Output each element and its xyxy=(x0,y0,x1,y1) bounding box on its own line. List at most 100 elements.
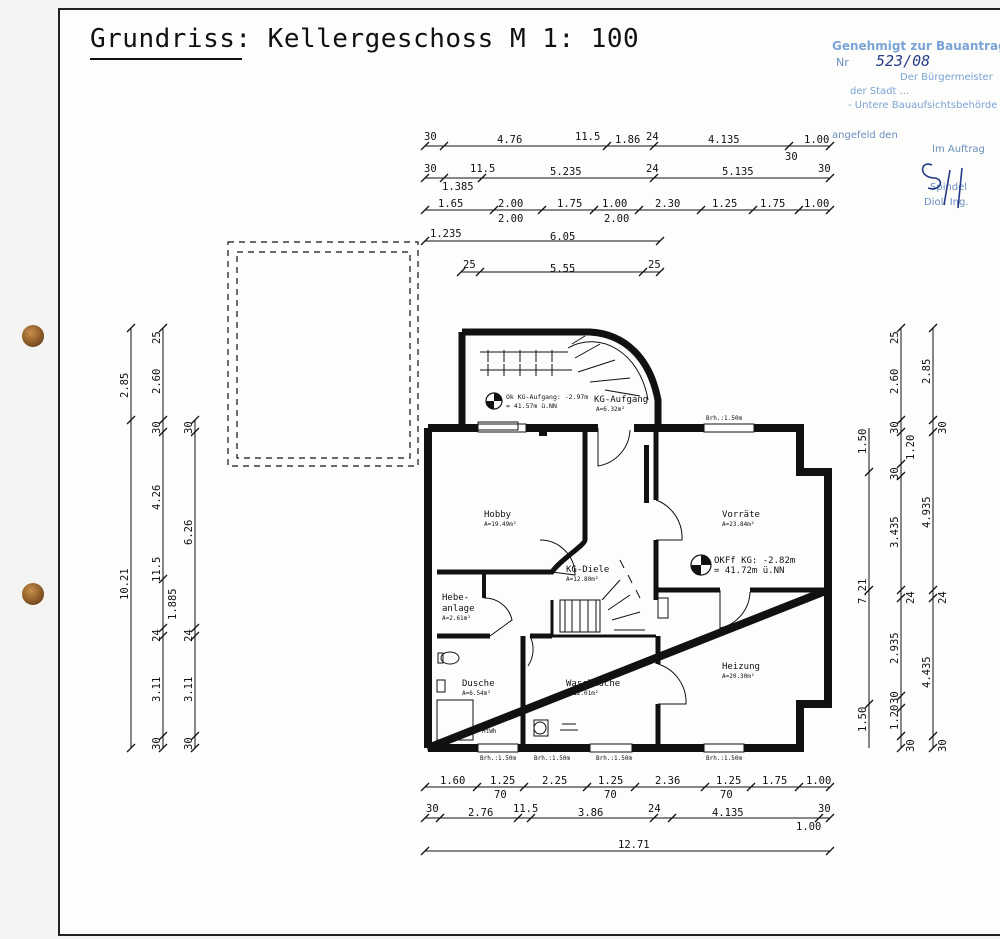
dim-label: 2.25 xyxy=(542,775,567,787)
dim-label: 30 xyxy=(889,421,901,434)
dim-label: 30 xyxy=(426,803,439,815)
left-dimension-chains xyxy=(126,323,200,753)
room-aufgang-area: A=6.32m² xyxy=(596,406,625,413)
dim-label: 4.76 xyxy=(497,134,522,146)
room-hebe-line1: Hebe- xyxy=(442,593,469,603)
title-underline xyxy=(90,58,242,60)
dim-label: 25 xyxy=(151,331,163,344)
room-dusche-name: Dusche xyxy=(462,679,495,689)
level-marker-aufgang xyxy=(485,392,503,410)
dim-label: 3.11 xyxy=(183,677,195,702)
dim-label: 24 xyxy=(183,629,195,642)
dim-label: 24 xyxy=(646,163,659,175)
dim-label: 70 xyxy=(604,789,617,801)
dim-label: 30 xyxy=(424,131,437,143)
dim-label: 2.76 xyxy=(468,807,493,819)
dim-label: 30 xyxy=(818,803,831,815)
room-wasch-area: A=12.01m² xyxy=(566,690,599,697)
dim-label: 7.21 xyxy=(857,579,869,604)
dim-label: 1.00 xyxy=(806,775,831,787)
room-wasch-name: Waschküche xyxy=(566,679,620,689)
dim-label: 2.85 xyxy=(921,359,933,384)
room-hobby-area: A=19.49m² xyxy=(484,521,517,528)
dim-label: 2.36 xyxy=(655,775,680,787)
dim-label: 2.00 xyxy=(604,213,629,225)
dim-label: 1.25 xyxy=(712,198,737,210)
dim-label: 6.26 xyxy=(183,520,195,545)
dim-label: 30 xyxy=(183,421,195,434)
dim-label: 1.25 xyxy=(598,775,623,787)
dim-label: 30 xyxy=(889,691,901,704)
dim-label: 2.30 xyxy=(655,198,680,210)
dim-label: 1.25 xyxy=(490,775,515,787)
dim-label: 70 xyxy=(720,789,733,801)
dim-label: 1.00 xyxy=(804,198,829,210)
level-okff-line2: = 41.72m ü.NN xyxy=(714,566,784,576)
level-aufgang-line2: = 41.57m ü.NN xyxy=(506,402,557,410)
dim-label: 2.60 xyxy=(889,369,901,394)
signature-scribble xyxy=(921,163,963,209)
stamp-line5: - Untere Bauaufsichtsbehörde - xyxy=(848,100,1000,111)
dim-label: 30 xyxy=(424,163,437,175)
approval-stamp: Genehmigt zur Bauantrag Nr 523/08 Der Bü… xyxy=(832,39,1000,209)
stamp-nr-prefix: Nr xyxy=(836,56,849,69)
dim-label: 1.75 xyxy=(762,775,787,787)
stamp-line4: der Stadt ... xyxy=(850,86,909,97)
dim-label: 2.60 xyxy=(151,369,163,394)
dim-label: 24 xyxy=(151,629,163,642)
door-swings xyxy=(483,428,751,705)
punch-hole-bottom xyxy=(22,583,44,605)
punch-hole-top xyxy=(22,325,44,347)
dim-label: 4.435 xyxy=(921,656,933,688)
dim-label: 2.935 xyxy=(889,632,901,664)
dim-label: 3.86 xyxy=(578,807,603,819)
dim-label: 1.50 xyxy=(857,429,869,454)
dim-label: 30 xyxy=(905,739,917,752)
dim-label: 1.00 xyxy=(804,134,829,146)
stamp-line1: Genehmigt zur Bauantrag xyxy=(832,39,1000,53)
dim-label: 30 xyxy=(889,467,901,480)
dim-label: 24 xyxy=(905,591,917,604)
right-dimension-labels: 1.50 7.21 1.50 25 2.60 30 1.20 30 3.435 … xyxy=(857,331,949,752)
dim-label: 1.65 xyxy=(438,198,463,210)
dim-label: 1.86 xyxy=(615,134,640,146)
room-vorraete-name: Vorräte xyxy=(722,510,760,520)
bottom-dimension-labels: 1.60 1.25 2.25 1.25 2.36 1.25 1.75 1.00 … xyxy=(426,775,831,851)
dim-label: 1.235 xyxy=(430,228,462,240)
room-diele-name: KG-Diele xyxy=(566,565,609,575)
brh-label: Brh.:1.50m xyxy=(596,755,633,762)
interior-stair xyxy=(559,559,645,633)
room-dusche-area: A=6.54m² xyxy=(462,690,491,697)
dim-label: 30 xyxy=(937,739,949,752)
dim-label: 2.00 xyxy=(498,213,523,225)
dim-label: 11.5 xyxy=(470,163,495,175)
dim-label: 1.25 xyxy=(716,775,741,787)
dim-label: 25 xyxy=(463,259,476,271)
room-hobby-name: Hobby xyxy=(484,510,512,520)
dim-label: 3.435 xyxy=(889,516,901,548)
dim-label: 1.00 xyxy=(602,198,627,210)
dim-label: 30 xyxy=(818,163,831,175)
dim-label: 1.50 xyxy=(857,707,869,732)
dim-label: 5.55 xyxy=(550,263,575,275)
dim-label: 5.135 xyxy=(722,166,754,178)
dim-label: 25 xyxy=(889,331,901,344)
building-walls xyxy=(424,328,832,752)
dim-label: 2.00 xyxy=(498,198,523,210)
dim-label: 30 xyxy=(785,151,798,163)
level-marker-okff xyxy=(690,554,712,576)
dim-label: 1.00 xyxy=(796,821,821,833)
dim-label: 2.85 xyxy=(119,373,131,398)
dim-label: 30 xyxy=(151,737,163,750)
dim-label: 4.135 xyxy=(712,807,744,819)
dim-label: 1.885 xyxy=(167,588,179,620)
windows xyxy=(477,421,755,753)
sill-height-labels: Brh.:1.50m Brh.:1.50m Brh.:1.50m Brh.:1.… xyxy=(480,415,743,762)
stamp-line6: angefeld den xyxy=(832,130,898,141)
terrace-outline xyxy=(227,241,419,467)
dim-label: 1.75 xyxy=(760,198,785,210)
tower-stair xyxy=(480,335,649,401)
dim-label: 10.21 xyxy=(119,568,131,600)
room-diele-area: A=12.80m² xyxy=(566,576,599,583)
htwh-label: HtWh xyxy=(482,728,497,735)
